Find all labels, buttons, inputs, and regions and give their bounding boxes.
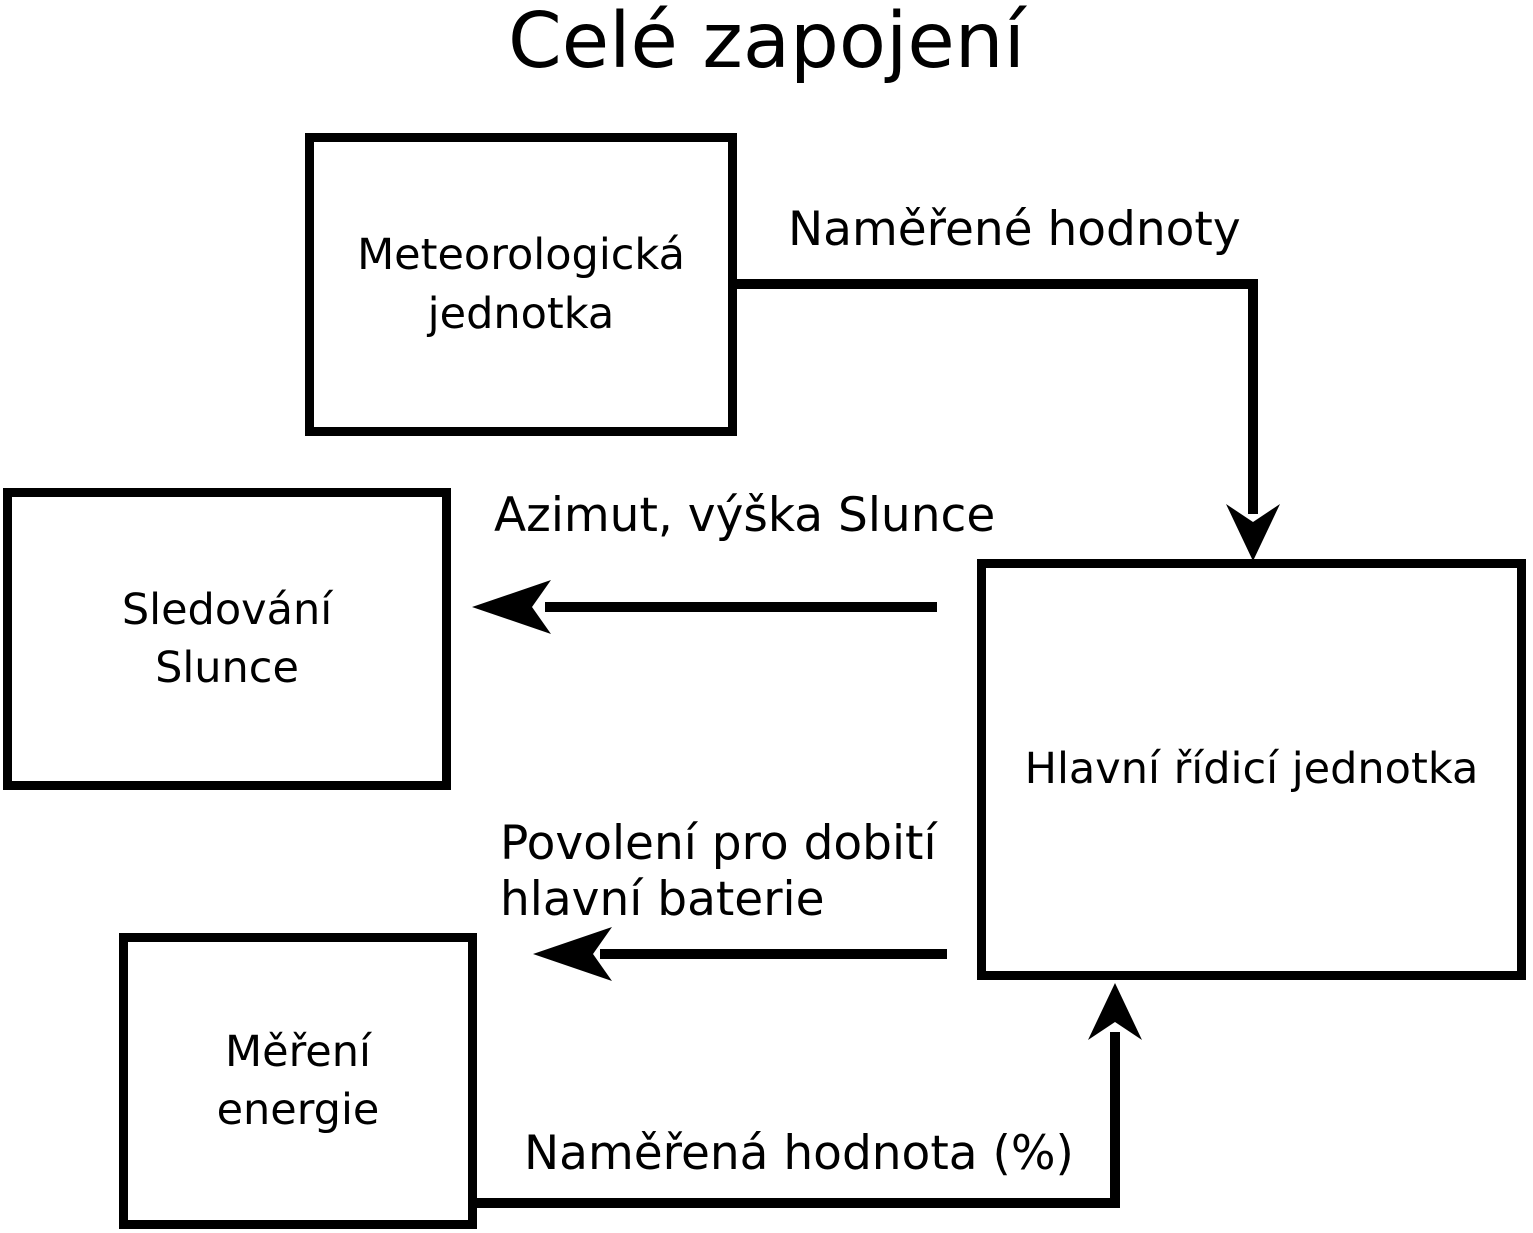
node-mereni-energie-label: Měření energie <box>216 1026 380 1135</box>
node-sledovani-slunce-label: Sledování Slunce <box>121 584 333 693</box>
node-mereni-energie: Měření energie <box>119 933 477 1229</box>
edge-label-azimut-vyska-slunce: Azimut, výška Slunce <box>494 488 996 543</box>
node-hlavni-ridici-jednotka: Hlavní řídicí jednotka <box>977 559 1526 980</box>
arrow-battery-charge-permission <box>533 927 947 981</box>
node-meteorologicka-jednotka: Meteorologická jednotka <box>305 133 737 436</box>
diagram-title: Celé zapojení <box>508 0 1025 86</box>
edge-label-namerena-hodnota: Naměřená hodnota (%) <box>524 1126 1074 1181</box>
edge-label-povoleni-pro-dobiti: Povolení pro dobití hlavní baterie <box>500 816 937 928</box>
arrow-sun-azimuth-elevation <box>472 580 937 634</box>
node-hlavni-ridici-jednotka-label: Hlavní řídicí jednotka <box>1024 744 1479 795</box>
node-sledovani-slunce: Sledování Slunce <box>3 488 451 790</box>
node-meteorologicka-jednotka-label: Meteorologická jednotka <box>357 230 685 339</box>
edge-label-namerene-hodnoty: Naměřené hodnoty <box>788 202 1241 257</box>
